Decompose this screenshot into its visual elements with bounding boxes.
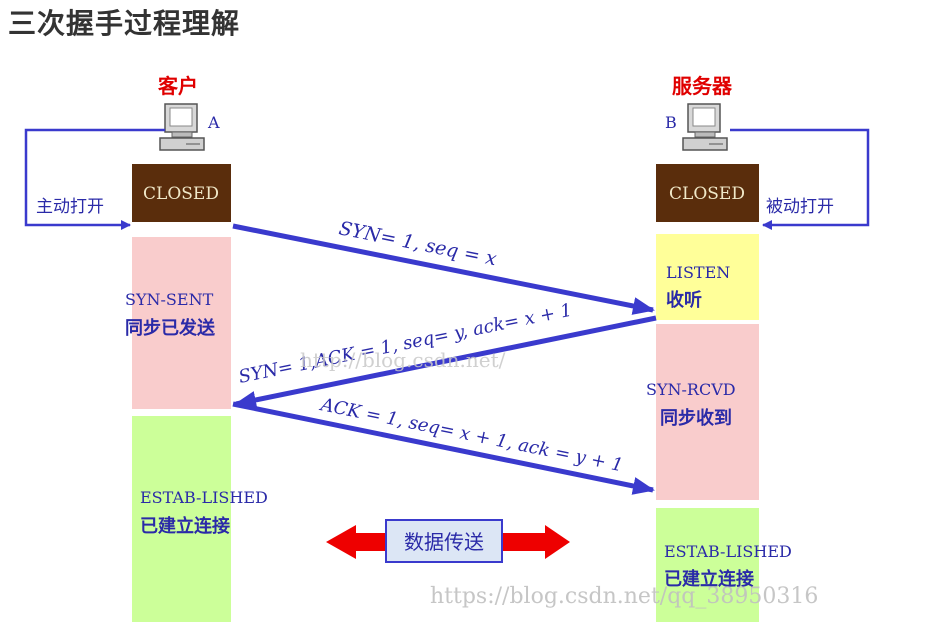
client-closed-box: [132, 164, 231, 222]
client-syn-sent-desc: 同步已发送: [125, 317, 216, 339]
client-established-box: [132, 416, 231, 622]
client-host-label: A: [207, 113, 220, 132]
client-open-loop: [24, 128, 165, 230]
server-closed-state: CLOSED: [669, 184, 745, 204]
server-open-loop: [730, 128, 870, 230]
server-established-box: [656, 508, 759, 622]
server-label: 服务器: [672, 74, 733, 98]
client-closed-state: CLOSED: [143, 184, 219, 204]
server-listen-state: LISTEN: [666, 263, 730, 282]
data-transfer-label: 数据传送: [404, 530, 484, 554]
client-label: 客户: [157, 74, 198, 98]
client-established-desc: 已建立连接: [140, 515, 230, 537]
server-closed-box: [656, 164, 759, 222]
server-open-label: 被动打开: [766, 197, 834, 217]
data-transfer-box: [385, 519, 503, 563]
client-syn-sent-state: SYN-SENT: [125, 290, 214, 309]
server-computer-icon: [682, 103, 728, 151]
server-established-desc: 已建立连接: [664, 568, 754, 590]
watermark-bottom: https://blog.csdn.net/qq_38950316: [430, 584, 818, 609]
page-title: 三次握手过程理解: [8, 7, 241, 40]
server-host-label: B: [665, 113, 677, 132]
ack-message: ACK = 1, seq= x + 1, ack = y + 1: [317, 394, 625, 476]
server-syn-rcvd-box: [656, 324, 759, 500]
server-established-state: ESTAB-LISHED: [664, 542, 792, 561]
server-syn-rcvd-desc: 同步收到: [660, 407, 732, 429]
syn-arrow: [232, 223, 655, 315]
server-listen-desc: 收听: [666, 289, 702, 311]
watermark-middle: http://blog.csdn.net/: [300, 348, 506, 372]
client-computer-icon: [159, 103, 205, 151]
client-syn-sent-box: [132, 237, 231, 409]
client-established-state: ESTAB-LISHED: [140, 488, 268, 507]
ack-arrow: [232, 401, 655, 495]
client-open-label: 主动打开: [36, 197, 104, 217]
server-listen-box: [656, 234, 759, 320]
syn-ack-arrow: [234, 315, 657, 409]
server-syn-rcvd-state: SYN-RCVD: [646, 380, 736, 399]
